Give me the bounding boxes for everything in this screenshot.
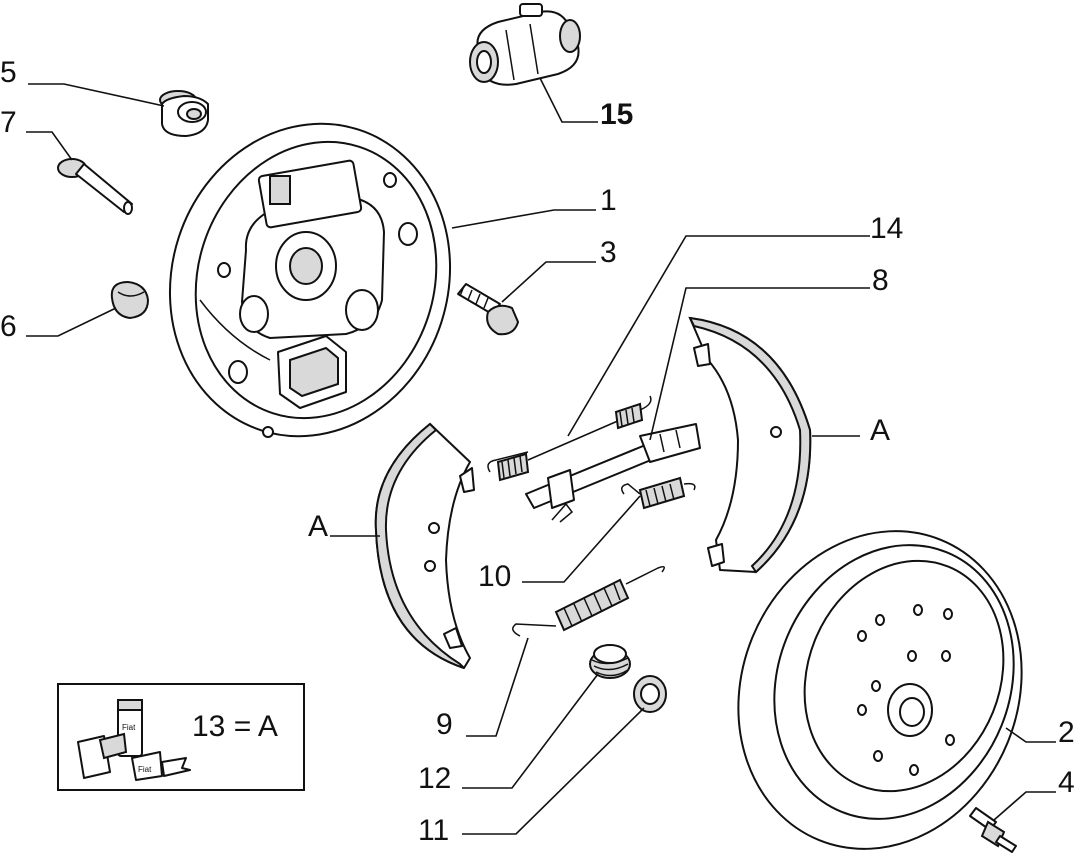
spring-part-14 xyxy=(487,395,652,482)
label-2: 2 xyxy=(1058,716,1075,749)
label-12: 12 xyxy=(418,762,451,795)
cup-part-11 xyxy=(633,675,667,713)
return-spring-part-9 xyxy=(512,565,665,637)
spring-part-10 xyxy=(621,476,696,510)
legend-text: 13 = A xyxy=(192,710,278,743)
legend-box: Fiat Fiat 13 = A xyxy=(57,683,305,791)
tube-brand-label: Fiat xyxy=(122,723,136,732)
label-8: 8 xyxy=(872,264,889,297)
label-a-left: A xyxy=(308,510,328,543)
label-1: 1 xyxy=(600,184,617,217)
label-14: 14 xyxy=(870,212,903,245)
label-10: 10 xyxy=(478,560,511,593)
wheel-stud-part-4 xyxy=(969,807,1017,853)
wheel-cylinder-part-15 xyxy=(469,3,581,86)
label-6: 6 xyxy=(0,310,17,343)
label-15: 15 xyxy=(600,98,633,131)
label-9: 9 xyxy=(436,708,453,741)
backing-plate-part-1 xyxy=(168,122,452,438)
leader-lines xyxy=(26,77,1056,835)
label-11: 11 xyxy=(418,814,449,847)
pin-part-7 xyxy=(57,158,133,215)
part-labels: 5 7 6 1 3 14 8 A A 10 9 12 11 2 4 15 xyxy=(0,56,1075,847)
label-5: 5 xyxy=(0,56,17,89)
label-4: 4 xyxy=(1058,766,1075,799)
plug-part-6 xyxy=(110,280,150,320)
brake-drum-part-2 xyxy=(737,530,1023,850)
box-brand-label: Fiat xyxy=(138,765,152,774)
label-a-right: A xyxy=(870,414,890,447)
adjuster-strut-part-8 xyxy=(525,423,701,523)
bushing-part-5 xyxy=(159,90,209,137)
spring-part-12 xyxy=(589,644,631,679)
lubricant-kit-icon: Fiat Fiat xyxy=(77,699,191,781)
brake-shoe-right xyxy=(688,316,812,574)
label-7: 7 xyxy=(0,106,17,139)
brake-shoe-left xyxy=(374,422,475,669)
bolt-part-3 xyxy=(457,283,520,336)
label-3: 3 xyxy=(600,236,617,269)
